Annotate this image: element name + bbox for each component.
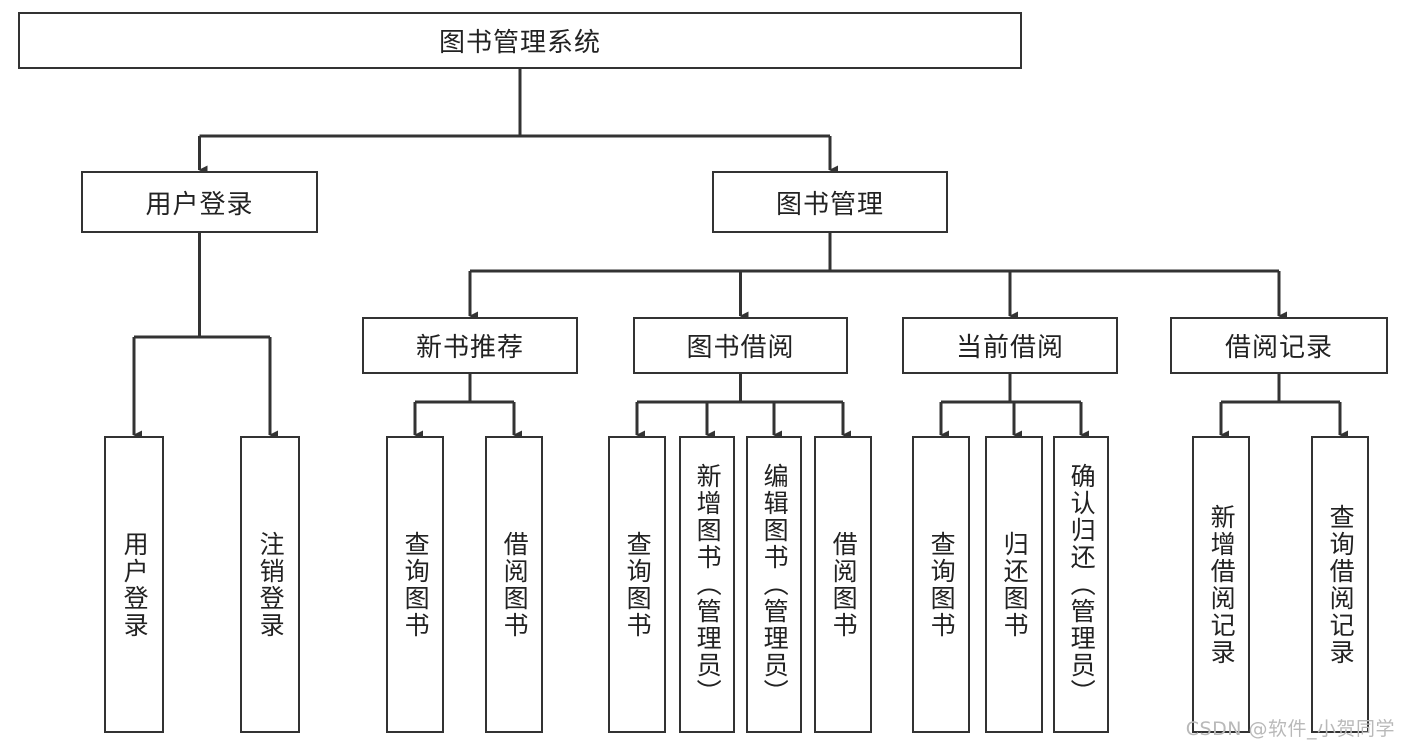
node-borrow-record[interactable]: 借阅记录 xyxy=(1170,317,1388,374)
node-label: 当前借阅 xyxy=(955,333,1064,363)
node-label: 查询图书 xyxy=(927,530,957,639)
node-label: 确认归还（管理员） xyxy=(1067,463,1097,706)
node-leaf-query-book-1[interactable]: 查询图书 xyxy=(386,436,444,733)
node-label: 查询图书 xyxy=(623,530,653,639)
node-label: 归还图书 xyxy=(1000,530,1030,639)
node-label: 用户登录 xyxy=(120,530,150,639)
node-leaf-query-book-2[interactable]: 查询图书 xyxy=(608,436,666,733)
node-book-borrow[interactable]: 图书借阅 xyxy=(633,317,848,374)
node-label: 查询借阅记录 xyxy=(1326,503,1356,666)
node-label: 编辑图书（管理员） xyxy=(760,463,790,706)
node-label: 图书管理系统 xyxy=(438,28,601,58)
node-leaf-add-borrow-record[interactable]: 新增借阅记录 xyxy=(1192,436,1250,733)
node-label: 图书管理 xyxy=(775,189,884,220)
node-label: 查询图书 xyxy=(401,530,431,639)
node-leaf-query-book-3[interactable]: 查询图书 xyxy=(912,436,970,733)
node-label: 借阅图书 xyxy=(500,530,530,639)
node-new-book-recommend[interactable]: 新书推荐 xyxy=(362,317,578,374)
node-leaf-logout[interactable]: 注销登录 xyxy=(240,436,300,733)
node-label: 新增图书（管理员） xyxy=(693,463,723,706)
node-label: 注销登录 xyxy=(256,530,286,639)
node-label: 图书借阅 xyxy=(686,333,795,363)
node-label: 借阅记录 xyxy=(1224,333,1333,363)
node-leaf-borrow-book-2[interactable]: 借阅图书 xyxy=(814,436,872,733)
node-user-login[interactable]: 用户登录 xyxy=(81,171,318,233)
node-leaf-add-book[interactable]: 新增图书（管理员） xyxy=(679,436,735,733)
node-leaf-query-borrow-record[interactable]: 查询借阅记录 xyxy=(1311,436,1369,733)
node-leaf-edit-book[interactable]: 编辑图书（管理员） xyxy=(746,436,802,733)
node-label: 新增借阅记录 xyxy=(1207,503,1237,666)
node-leaf-borrow-book-1[interactable]: 借阅图书 xyxy=(485,436,543,733)
node-label: 借阅图书 xyxy=(829,530,859,639)
node-leaf-confirm-return[interactable]: 确认归还（管理员） xyxy=(1053,436,1109,733)
node-root[interactable]: 图书管理系统 xyxy=(18,12,1022,69)
node-leaf-user-login[interactable]: 用户登录 xyxy=(104,436,164,733)
node-current-borrow[interactable]: 当前借阅 xyxy=(902,317,1118,374)
node-label: 用户登录 xyxy=(145,189,254,220)
watermark: CSDN @软件_小贺同学 xyxy=(1185,718,1395,740)
node-label: 新书推荐 xyxy=(415,333,524,363)
node-leaf-return-book[interactable]: 归还图书 xyxy=(985,436,1043,733)
node-book-management[interactable]: 图书管理 xyxy=(712,171,948,233)
